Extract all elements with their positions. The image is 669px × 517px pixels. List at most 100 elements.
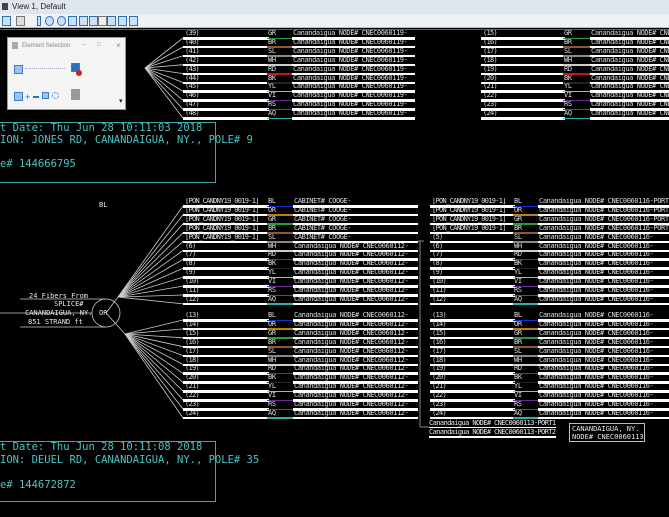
fiber-color-code: OR: [514, 320, 522, 328]
fiber-color-code: WH: [514, 356, 522, 364]
fiber-label: (17): [432, 347, 447, 355]
fiber-color-line: [513, 399, 538, 402]
fiber-label: (18): [185, 356, 200, 364]
fiber-color-line: [513, 232, 538, 234]
row-underline: [183, 81, 269, 84]
row-underline: [538, 240, 669, 244]
row-underline: [292, 37, 415, 40]
zoom-out-icon[interactable]: [57, 16, 66, 26]
pole-id-2: e# 144672872: [0, 479, 76, 491]
row-underline: [430, 222, 515, 226]
fiber-color-line: [513, 319, 538, 321]
next-view-icon[interactable]: [118, 16, 127, 26]
fiber-color-line: [513, 205, 538, 207]
fiber-color-code: BR: [564, 38, 572, 46]
copy-view-icon[interactable]: [129, 16, 138, 26]
pan-view-icon[interactable]: [98, 16, 107, 26]
fiber-destination: Canandaigua NODE# CNEC0060116-: [539, 251, 654, 259]
fiber-label: (8): [432, 260, 443, 268]
fiber-destination: Canandaigua NODE# CNEC0060119-: [293, 47, 408, 55]
mode-subtract-icon[interactable]: [33, 96, 39, 98]
fiber-color-code: RS: [564, 101, 572, 109]
row-underline: [538, 408, 669, 411]
view-attributes-icon[interactable]: [2, 16, 11, 26]
close-button[interactable]: ×: [116, 41, 121, 50]
row-underline: [183, 231, 269, 235]
fiber-label: (45): [185, 83, 200, 91]
row-underline: [183, 390, 269, 393]
fiber-label: (23): [483, 101, 498, 109]
fiber-destination: Canandaigua NODE# CNEC0060116-: [539, 242, 654, 250]
fit-view-icon[interactable]: [79, 16, 88, 26]
selection-shape-icons[interactable]: [25, 68, 65, 72]
fiber-destination: Canandaigua NODE# CNEC0060119-: [293, 56, 408, 64]
view-toolbar: [0, 14, 669, 28]
fan-line: [144, 67, 184, 83]
window-area-icon[interactable]: [68, 16, 77, 26]
element-selection-dialog[interactable]: Element Selection – □ × + ▾: [7, 37, 126, 110]
select-all-icon[interactable]: [71, 89, 80, 100]
row-underline: [590, 81, 669, 84]
previous-view-icon[interactable]: [107, 16, 116, 26]
mode-new-icon[interactable]: [14, 92, 23, 101]
fiber-destination: Canandaigua NODE# CNEC0060112-: [294, 278, 409, 286]
fiber-color-code: BR: [514, 338, 522, 346]
minimize-button[interactable]: –: [82, 42, 86, 48]
fiber-destination: Canandaigua NODE# CNEC: [591, 47, 669, 55]
deselect-all-icon[interactable]: [71, 63, 80, 72]
row-underline: [590, 117, 669, 120]
row-underline: [183, 240, 269, 244]
zoom-in-icon[interactable]: [45, 16, 54, 26]
row-underline: [183, 319, 269, 322]
pole-location-1: ION: JONES RD, CANANDAIGUA, NY., POLE# 9: [0, 134, 253, 146]
fiber-color-code: AQ: [514, 409, 522, 417]
fiber-label: (24): [185, 409, 200, 417]
row-underline: [183, 90, 269, 93]
fiber-color-code: OR: [268, 206, 276, 214]
row-underline: [293, 416, 418, 420]
fiber-destination: Canandaigua NODE# CNEC: [591, 110, 669, 118]
rotate-view-icon[interactable]: [89, 16, 98, 26]
row-underline: [430, 205, 515, 208]
mode-invert-icon[interactable]: [42, 92, 49, 99]
fiber-destination: Canandaigua NODE# CNEC0060116-: [539, 320, 654, 328]
fan-line: [117, 214, 184, 298]
fiber-color-code: RD: [514, 251, 522, 259]
fiber-color-code: OR: [514, 206, 522, 214]
fiber-color-code: GR: [268, 30, 276, 37]
mode-clear-icon[interactable]: [52, 92, 59, 99]
row-underline: [293, 285, 418, 288]
fiber-color-code: RS: [268, 101, 276, 109]
row-underline: [538, 336, 669, 340]
method-individual-icon[interactable]: [14, 65, 23, 74]
dialog-title: Element Selection: [22, 43, 71, 49]
row-underline: [183, 345, 269, 349]
fiber-color-line: [267, 46, 292, 48]
fiber-destination: Canandaigua NODE# CNEC: [591, 101, 669, 109]
fiber-label: (14): [432, 320, 447, 328]
fiber-destination: Canandaigua NODE# CNEC0060119-: [293, 83, 408, 91]
row-underline: [292, 63, 415, 67]
fan-line: [144, 67, 184, 74]
row-underline: [538, 327, 669, 331]
display-style-icon[interactable]: [16, 16, 25, 26]
row-underline: [293, 390, 418, 393]
row-underline: [292, 90, 415, 93]
maximize-button[interactable]: □: [97, 42, 101, 48]
update-view-icon[interactable]: [37, 16, 41, 26]
fiber-color-code: RS: [514, 287, 522, 294]
fiber-label: (13): [185, 312, 200, 319]
mode-add-icon[interactable]: +: [25, 92, 31, 102]
fiber-color-code: BK: [268, 260, 276, 268]
row-underline: [430, 363, 515, 366]
fiber-label: [PON_CANDNY19_0019-1]: [185, 224, 259, 232]
more-options-icon[interactable]: ▾: [119, 98, 123, 105]
fiber-color-code: WH: [564, 56, 572, 64]
fiber-destination: Canandaigua NODE# CNEC0060116-: [539, 347, 654, 355]
row-underline: [183, 381, 269, 384]
fiber-color-code: VI: [564, 92, 572, 100]
row-underline: [590, 54, 669, 58]
fiber-color-line: [267, 267, 293, 270]
row-underline: [293, 213, 418, 217]
